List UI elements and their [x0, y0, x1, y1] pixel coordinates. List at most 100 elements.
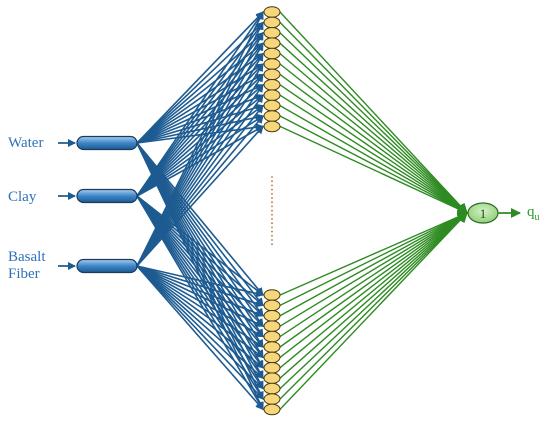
edge-out-23	[279, 212, 468, 410]
edge-out-17	[279, 212, 468, 348]
edge-out-0	[279, 11, 468, 214]
ellipsis-dot	[271, 239, 273, 241]
hidden-node-21	[263, 382, 281, 395]
hidden-node-10	[263, 110, 281, 122]
hidden-to-output-connections	[279, 11, 468, 410]
edge-out-9	[279, 104, 468, 214]
input-label-water: Water	[8, 135, 44, 151]
hidden-node-5	[263, 58, 281, 70]
hidden-node-2	[263, 27, 281, 39]
input-to-hidden-connections	[136, 11, 264, 411]
edge-in-1-17	[136, 195, 264, 348]
hidden-node-6	[263, 68, 281, 81]
ellipsis-dot	[271, 234, 273, 237]
ellipsis-dot	[271, 188, 273, 191]
input-layer	[76, 135, 138, 274]
edge-in-2-10	[136, 115, 264, 267]
edge-in-1-16	[136, 195, 264, 338]
edge-in-2-19	[136, 265, 264, 369]
edge-out-13	[279, 212, 468, 307]
ellipsis-dot	[271, 243, 273, 246]
edge-out-7	[279, 84, 468, 214]
ellipsis-dot	[271, 226, 273, 229]
edge-in-2-9	[136, 104, 264, 267]
hidden-node-3	[263, 37, 281, 50]
edge-in-2-16	[136, 265, 264, 338]
edge-in-1-12	[136, 195, 264, 296]
ellipsis-dot	[271, 184, 273, 187]
ellipsis-dot	[271, 209, 273, 212]
edge-in-2-18	[136, 265, 264, 359]
ellipsis-dot	[271, 192, 273, 195]
hidden-node-8	[263, 89, 281, 101]
hidden-node-14	[263, 310, 281, 322]
ellipsis-dot	[271, 176, 273, 178]
input-arrows	[58, 139, 76, 270]
ellipsis-dot	[271, 230, 273, 233]
hidden-node-17	[263, 341, 281, 353]
hidden-node-23	[263, 403, 281, 416]
edge-in-2-23	[136, 265, 264, 411]
edge-in-1-4	[136, 52, 264, 197]
ellipsis-dot	[271, 218, 273, 220]
input-node-0	[76, 135, 138, 151]
input-label-basalt-fiber: Basalt Fiber	[8, 249, 46, 282]
edge-in-2-11	[136, 125, 264, 267]
ellipsis-dot	[271, 205, 273, 208]
ellipsis-dot	[271, 180, 273, 183]
hidden-layer-ellipsis	[271, 176, 273, 246]
edge-out-15	[279, 212, 468, 327]
output-layer: 1	[467, 202, 521, 224]
hidden-node-13	[263, 299, 281, 312]
edge-out-10	[279, 115, 468, 214]
edge-out-2	[279, 32, 468, 214]
edge-in-2-3	[136, 42, 264, 267]
hidden-node-18	[263, 351, 281, 364]
edge-in-2-13	[136, 265, 264, 308]
edge-out-4	[279, 53, 468, 214]
edge-in-1-1	[136, 21, 264, 197]
hidden-node-1	[263, 16, 281, 29]
edge-in-2-7	[136, 83, 264, 267]
hidden-node-12	[263, 289, 281, 301]
edge-in-2-15	[136, 265, 264, 327]
hidden-node-16	[263, 330, 281, 343]
input-node-1	[76, 188, 138, 204]
output-node-label: 1	[480, 206, 487, 221]
edge-in-1-0	[136, 11, 264, 197]
hidden-node-7	[263, 79, 281, 91]
edge-out-12	[279, 212, 468, 296]
edge-in-2-6	[136, 73, 264, 267]
edge-out-16	[279, 212, 468, 338]
edge-in-2-2	[136, 31, 264, 267]
hidden-node-22	[263, 393, 281, 405]
edge-out-3	[279, 42, 468, 214]
edge-in-2-21	[136, 265, 264, 390]
output-label: qu	[527, 204, 540, 223]
ellipsis-dot	[271, 213, 273, 216]
ellipsis-dot	[271, 197, 273, 199]
input-node-2	[76, 258, 138, 274]
edge-out-21	[279, 212, 468, 390]
edge-out-20	[279, 212, 468, 379]
edge-in-2-17	[136, 265, 264, 348]
hidden-node-15	[263, 320, 281, 333]
edge-in-1-5	[136, 63, 264, 197]
edge-in-2-20	[136, 265, 264, 379]
edge-out-14	[279, 212, 468, 317]
edge-in-2-14	[136, 265, 264, 317]
edge-in-2-12	[136, 265, 264, 298]
edge-in-2-5	[136, 63, 264, 267]
edge-in-0-0	[136, 11, 264, 144]
edge-in-1-6	[136, 73, 264, 197]
hidden-node-11	[263, 120, 281, 133]
input-label-clay: Clay	[8, 189, 37, 205]
edge-out-11	[279, 125, 468, 214]
edge-in-1-14	[136, 195, 264, 317]
edge-out-8	[279, 94, 468, 214]
edge-in-2-1	[136, 21, 264, 267]
edge-in-2-4	[136, 52, 264, 267]
ellipsis-dot	[271, 222, 273, 225]
hidden-node-4	[263, 47, 281, 60]
